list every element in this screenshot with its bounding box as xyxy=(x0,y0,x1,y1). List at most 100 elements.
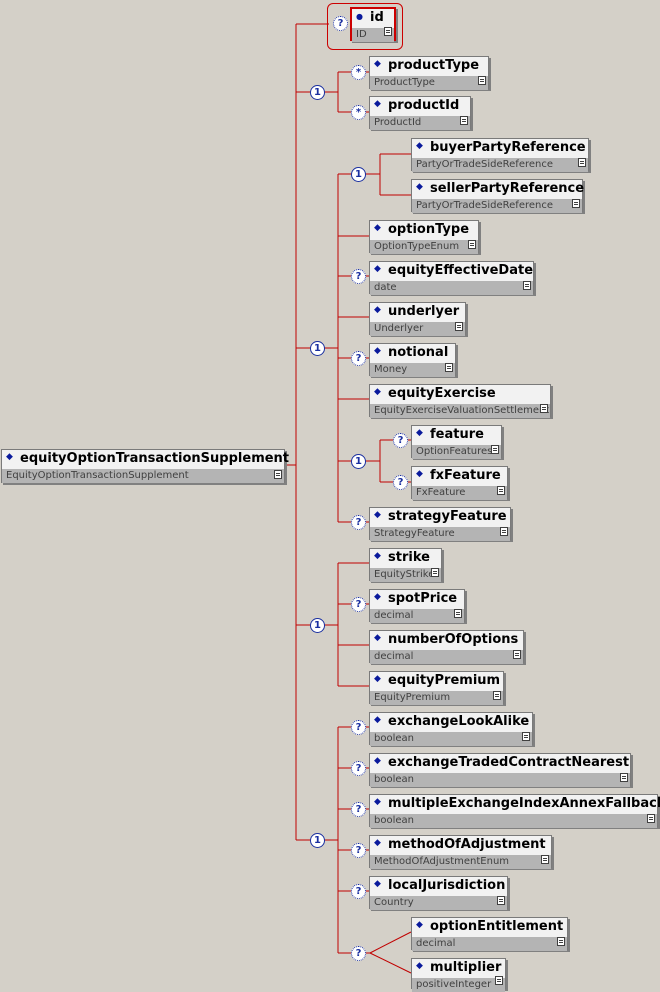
element-name: notional xyxy=(370,342,455,363)
element-node-buyerPartyReference[interactable]: buyerPartyReference PartyOrTradeSideRefe… xyxy=(411,137,589,172)
complex-type-icon xyxy=(455,322,463,331)
element-type: Money xyxy=(370,363,455,377)
element-type: PartyOrTradeSideReference xyxy=(412,199,582,213)
element-name: fxFeature xyxy=(412,465,507,486)
optional-indicator-feature[interactable]: ? xyxy=(393,433,408,448)
optional-indicator-spotPrice[interactable]: ? xyxy=(351,597,366,612)
element-name: equityPremium xyxy=(370,670,503,691)
element-node-multiplier[interactable]: multiplier positiveInteger xyxy=(411,957,506,992)
element-name: exchangeTradedContractNearest xyxy=(370,752,630,773)
element-type: MethodOfAdjustmentEnum xyxy=(370,855,551,869)
optional-indicator-exchangeLookAlike[interactable]: ? xyxy=(351,720,366,735)
complex-type-icon xyxy=(431,568,439,577)
element-node-spotPrice[interactable]: spotPrice decimal xyxy=(369,588,465,623)
element-name: optionEntitlement xyxy=(412,916,567,937)
element-type: PartyOrTradeSideReference xyxy=(412,158,588,172)
element-name: multipleExchangeIndexAnnexFallback xyxy=(370,793,660,814)
element-name: underlyer xyxy=(370,301,465,322)
complex-type-icon xyxy=(491,445,499,454)
element-type: EquityPremium xyxy=(370,691,503,705)
element-node-productType[interactable]: productType ProductType xyxy=(369,55,489,90)
element-node-productId[interactable]: productId ProductId xyxy=(369,95,471,130)
element-node-equityExercise[interactable]: equityExercise EquityExerciseValuationSe… xyxy=(369,383,551,418)
element-node-fxFeature[interactable]: fxFeature FxFeature xyxy=(411,465,508,500)
element-name: productId xyxy=(370,95,470,116)
complex-type-icon xyxy=(578,158,586,167)
element-type: boolean xyxy=(370,732,532,746)
multiplicity-indicator-productId[interactable]: * xyxy=(351,105,366,120)
element-type: StrategyFeature xyxy=(370,527,510,541)
element-type: OptionFeatures xyxy=(412,445,501,459)
simple-type-icon xyxy=(557,937,565,946)
element-type: date xyxy=(370,281,533,295)
element-node-exchangeLookAlike[interactable]: exchangeLookAlike boolean xyxy=(369,711,533,746)
multiplicity-indicator-productType[interactable]: * xyxy=(351,65,366,80)
sequence-compositor-features[interactable]: 1 xyxy=(351,454,366,469)
element-name: equityExercise xyxy=(370,383,550,404)
element-node-optionEntitlement[interactable]: optionEntitlement decimal xyxy=(411,916,568,951)
optional-indicator-multipleExchangeIndexAnnexFallback[interactable]: ? xyxy=(351,802,366,817)
optional-indicator-methodOfAdjustment[interactable]: ? xyxy=(351,843,366,858)
element-type: decimal xyxy=(412,937,567,951)
optional-indicator-id[interactable]: ? xyxy=(333,16,348,31)
simple-type-icon xyxy=(478,76,486,85)
sequence-compositor-4[interactable]: 1 xyxy=(310,833,325,848)
choice-compositor-optional[interactable]: ? xyxy=(351,946,366,961)
element-name: spotPrice xyxy=(370,588,464,609)
element-node-feature[interactable]: feature OptionFeatures xyxy=(411,424,502,459)
element-node-optionType[interactable]: optionType OptionTypeEnum xyxy=(369,219,479,254)
element-node-strike[interactable]: strike EquityStrike xyxy=(369,547,442,582)
element-name: sellerPartyReference xyxy=(412,178,584,199)
element-node-methodOfAdjustment[interactable]: methodOfAdjustment MethodOfAdjustmentEnu… xyxy=(369,834,552,869)
element-node-strategyFeature[interactable]: strategyFeature StrategyFeature xyxy=(369,506,511,541)
element-node-notional[interactable]: notional Money xyxy=(369,342,456,377)
simple-type-icon xyxy=(468,240,476,249)
element-type: decimal xyxy=(370,609,464,623)
optional-indicator-fxFeature[interactable]: ? xyxy=(393,475,408,490)
sequence-compositor-2[interactable]: 1 xyxy=(310,341,325,356)
sequence-compositor-3[interactable]: 1 xyxy=(310,618,325,633)
optional-indicator-strategyFeature[interactable]: ? xyxy=(351,515,366,530)
element-node-localJurisdiction[interactable]: localJurisdiction Country xyxy=(369,875,508,910)
element-name: numberOfOptions xyxy=(370,629,523,650)
element-node-numberOfOptions[interactable]: numberOfOptions decimal xyxy=(369,629,524,664)
element-type: ProductType xyxy=(370,76,488,90)
sequence-compositor-1[interactable]: 1 xyxy=(310,85,325,100)
element-type: boolean xyxy=(370,773,630,787)
simple-type-icon xyxy=(384,27,392,36)
element-type: EquityStrike xyxy=(370,568,441,582)
element-node-underlyer[interactable]: underlyer Underlyer xyxy=(369,301,466,336)
element-name: localJurisdiction xyxy=(370,875,507,896)
simple-type-icon xyxy=(647,814,655,823)
element-name: id xyxy=(352,8,394,28)
element-type: decimal xyxy=(370,650,523,664)
element-type: OptionTypeEnum xyxy=(370,240,478,254)
optional-indicator-equityEffectiveDate[interactable]: ? xyxy=(351,269,366,284)
complex-type-icon xyxy=(540,404,548,413)
element-type: FxFeature xyxy=(412,486,507,500)
element-node-multipleExchangeIndexAnnexFallback[interactable]: multipleExchangeIndexAnnexFallback boole… xyxy=(369,793,660,828)
element-name: strike xyxy=(370,547,441,568)
element-name: optionType xyxy=(370,219,478,240)
sequence-compositor-party-refs[interactable]: 1 xyxy=(351,167,366,182)
root-element-node[interactable]: equityOptionTransactionSupplement Equity… xyxy=(1,448,289,483)
element-type: boolean xyxy=(370,814,657,828)
simple-type-icon xyxy=(523,281,531,290)
complex-type-icon xyxy=(445,363,453,372)
element-node-sellerPartyReference[interactable]: sellerPartyReference PartyOrTradeSideRef… xyxy=(411,178,584,213)
element-name: equityEffectiveDate xyxy=(370,260,533,281)
element-node-id[interactable]: id ID xyxy=(350,7,396,42)
element-type: Underlyer xyxy=(370,322,465,336)
element-node-equityPremium[interactable]: equityPremium EquityPremium xyxy=(369,670,504,705)
simple-type-icon xyxy=(541,855,549,864)
id-selection-highlight xyxy=(327,3,403,50)
optional-indicator-notional[interactable]: ? xyxy=(351,351,366,366)
complex-type-icon xyxy=(274,470,282,479)
optional-indicator-localJurisdiction[interactable]: ? xyxy=(351,884,366,899)
element-node-equityEffectiveDate[interactable]: equityEffectiveDate date xyxy=(369,260,534,295)
simple-type-icon xyxy=(522,732,530,741)
element-name: buyerPartyReference xyxy=(412,137,588,158)
optional-indicator-exchangeTradedContractNearest[interactable]: ? xyxy=(351,761,366,776)
element-node-exchangeTradedContractNearest[interactable]: exchangeTradedContractNearest boolean xyxy=(369,752,631,787)
